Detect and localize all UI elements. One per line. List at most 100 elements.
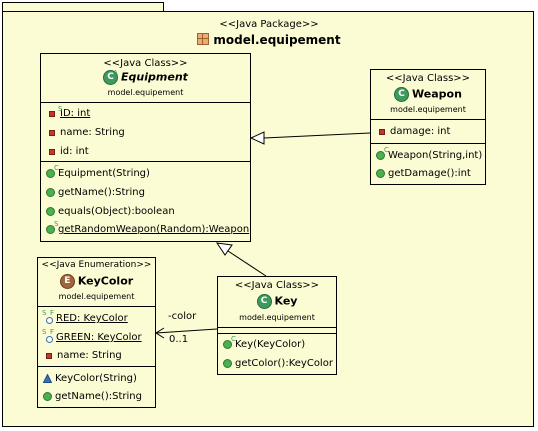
method-row: getName():String bbox=[46, 187, 145, 198]
divider bbox=[38, 366, 155, 367]
field-row: name: String bbox=[44, 350, 122, 361]
field-row: id: int bbox=[47, 146, 89, 157]
enum-icon: E bbox=[59, 274, 75, 289]
key-package: model.equipement bbox=[239, 313, 315, 322]
weapon-generalization-line bbox=[263, 132, 371, 139]
method-row: C Equipment(String) bbox=[46, 164, 150, 179]
constructor-badge: C bbox=[384, 146, 389, 154]
method-row: getName():String bbox=[43, 391, 142, 402]
keycolor-package: model.equipement bbox=[58, 292, 135, 301]
method-row: C Weapon(String,int) bbox=[376, 146, 483, 161]
association-multiplicity: 0..1 bbox=[169, 334, 189, 345]
key-name: Key bbox=[274, 294, 298, 308]
public-method-icon bbox=[223, 340, 232, 349]
private-field-icon bbox=[46, 352, 52, 359]
method-text: getDamage():int bbox=[388, 168, 471, 179]
public-method-icon bbox=[223, 359, 232, 368]
field-row: S ID: int bbox=[47, 105, 91, 119]
package-private-constructor-icon bbox=[43, 374, 52, 383]
static-badge: S bbox=[54, 220, 59, 228]
weapon-stereotype: <<Java Class>> bbox=[385, 73, 471, 84]
divider bbox=[218, 327, 336, 328]
public-method-icon bbox=[43, 392, 52, 401]
private-field-icon bbox=[49, 148, 55, 155]
constructor-badge: C bbox=[231, 335, 236, 343]
package-title: model.equipement bbox=[0, 33, 538, 47]
method-row: getColor():KeyColor bbox=[223, 358, 333, 369]
key-stereotype: <<Java Class>> bbox=[234, 280, 320, 291]
package-name: model.equipement bbox=[213, 33, 341, 47]
method-text: getRandomWeapon(Random):Weapon bbox=[58, 224, 250, 235]
enum-constant-icon bbox=[44, 314, 53, 324]
weapon-generalization-arrow bbox=[249, 131, 265, 145]
divider bbox=[41, 102, 250, 103]
method-text: getColor():KeyColor bbox=[235, 358, 333, 369]
static-badge: S bbox=[42, 328, 47, 336]
equipment-name: Equipment bbox=[121, 70, 188, 84]
method-row: C Key(KeyColor) bbox=[223, 335, 306, 350]
public-method-icon bbox=[46, 207, 55, 216]
divider bbox=[371, 143, 485, 144]
package-stereotype: <<Java Package>> bbox=[219, 19, 319, 30]
association-role: -color bbox=[168, 311, 197, 322]
method-text: Equipment(String) bbox=[58, 168, 150, 179]
divider bbox=[218, 333, 336, 334]
equipment-package: model.equipement bbox=[107, 88, 184, 97]
public-method-icon bbox=[46, 225, 55, 234]
method-text: getName():String bbox=[58, 187, 145, 198]
weapon-package: model.equipement bbox=[390, 105, 466, 114]
static-badge: S bbox=[58, 105, 63, 113]
field-row: name: String bbox=[47, 127, 125, 138]
static-badge: S bbox=[42, 309, 47, 317]
equipment-stereotype: <<Java Class>> bbox=[103, 58, 188, 69]
public-method-icon bbox=[46, 169, 55, 178]
final-badge: F bbox=[50, 328, 55, 336]
key-generalization-line bbox=[227, 250, 267, 277]
private-field-icon bbox=[49, 110, 55, 117]
field-row: S F GREEN: KeyColor bbox=[42, 328, 142, 343]
keycolor-name: KeyColor bbox=[77, 274, 134, 288]
package-icon bbox=[197, 33, 210, 45]
method-row: KeyColor(String) bbox=[43, 373, 137, 384]
key-generalization-arrow bbox=[215, 242, 233, 256]
method-text: Key(KeyColor) bbox=[235, 339, 306, 350]
field-text: id: int bbox=[60, 146, 89, 157]
constructor-badge: C bbox=[54, 164, 59, 172]
public-method-icon bbox=[46, 188, 55, 197]
keycolor-stereotype: <<Java Enumeration>> bbox=[41, 260, 152, 270]
private-field-icon bbox=[379, 128, 385, 135]
enum-constant-icon bbox=[44, 333, 53, 343]
field-text: RED: KeyColor bbox=[56, 313, 128, 324]
field-text: ID: int bbox=[60, 108, 91, 119]
field-row: damage: int bbox=[377, 126, 450, 137]
field-text: GREEN: KeyColor bbox=[56, 332, 142, 343]
association-line bbox=[155, 328, 218, 334]
method-row: S getRandomWeapon(Random):Weapon bbox=[46, 220, 250, 235]
method-text: getName():String bbox=[55, 391, 142, 402]
method-text: KeyColor(String) bbox=[55, 373, 137, 384]
class-icon: C bbox=[394, 87, 410, 102]
method-text: Weapon(String,int) bbox=[388, 150, 483, 161]
final-badge: F bbox=[50, 309, 55, 317]
field-text: damage: int bbox=[390, 126, 451, 137]
association-arrowhead bbox=[155, 327, 165, 339]
divider bbox=[371, 119, 485, 120]
field-text: name: String bbox=[57, 350, 122, 361]
abstract-badge: A bbox=[113, 69, 118, 77]
method-row: getDamage():int bbox=[376, 168, 471, 179]
divider bbox=[38, 306, 155, 307]
private-field-icon bbox=[49, 129, 55, 136]
divider bbox=[41, 161, 250, 162]
public-method-icon bbox=[376, 151, 385, 160]
method-row: equals(Object):boolean bbox=[46, 206, 175, 217]
